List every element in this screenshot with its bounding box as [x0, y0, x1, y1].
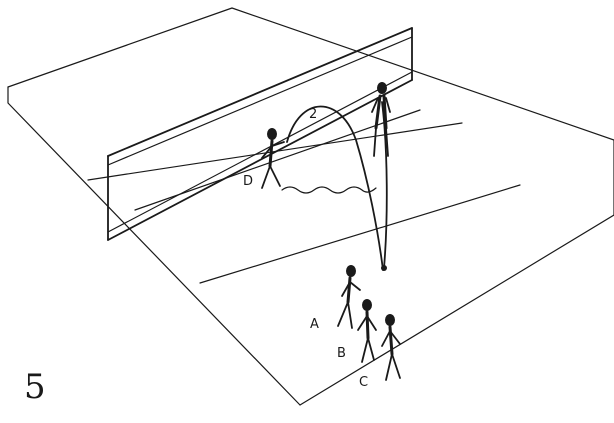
- court-far-outline: [7, 7, 614, 141]
- figure-number: 5: [24, 367, 46, 407]
- player-setter: [371, 82, 391, 157]
- player-b: [357, 299, 377, 363]
- player-c: [381, 314, 401, 381]
- player-b-label: B: [337, 346, 346, 361]
- player-a-label: A: [310, 317, 319, 332]
- net-top-band: [107, 27, 413, 157]
- player-run-path: [281, 186, 377, 194]
- player-d: [261, 128, 285, 189]
- net: [107, 27, 413, 241]
- court-left-sideline: [7, 86, 301, 406]
- ball-path-arc: [286, 105, 384, 271]
- ball-path-number: 2: [309, 107, 317, 122]
- ball-trajectory: [281, 101, 388, 271]
- player-d-label: D: [243, 174, 253, 189]
- net-top-band-inner: [107, 36, 413, 166]
- player-c-label: C: [359, 375, 368, 390]
- ball: [381, 265, 387, 271]
- net-bottom-edge: [107, 79, 413, 241]
- court-near-attack-line: [199, 184, 521, 284]
- net-lower-edge: [107, 71, 413, 233]
- player-a: [337, 265, 361, 329]
- court: [7, 7, 614, 406]
- setter-to-attacker-path: [381, 101, 388, 269]
- court-near-edge: [299, 214, 614, 406]
